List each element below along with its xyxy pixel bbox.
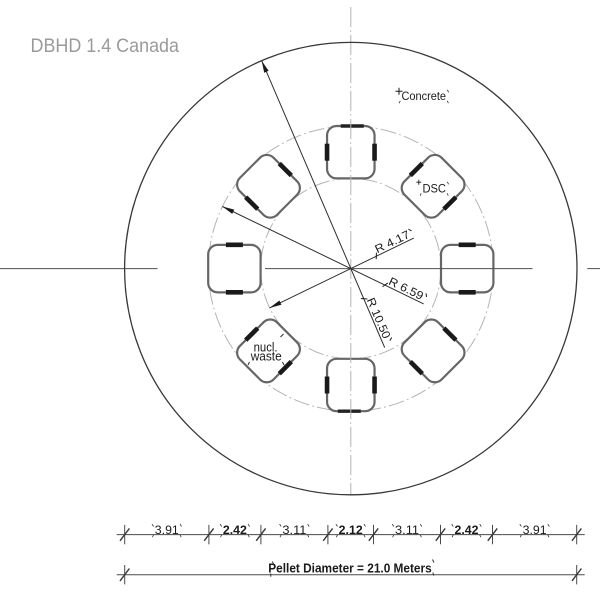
svg-text:3.91: 3.91 [155,525,179,537]
svg-text:2.12: 2.12 [339,525,363,537]
svg-text:2.42: 2.42 [455,525,479,537]
svg-text:3.11: 3.11 [282,525,306,537]
svg-text:nucl.: nucl. [254,339,278,354]
svg-text:DBHD 1.4 Canada: DBHD 1.4 Canada [31,35,180,57]
svg-text:3.11: 3.11 [395,525,419,537]
svg-text:3.91: 3.91 [523,525,547,537]
svg-text:DSC: DSC [422,182,446,196]
svg-text:Pellet Diameter = 21.0 Meters: Pellet Diameter = 21.0 Meters [268,560,431,575]
svg-text:waste: waste [250,349,282,364]
svg-text:2.42: 2.42 [223,525,247,537]
svg-text:Concrete: Concrete [402,90,447,103]
